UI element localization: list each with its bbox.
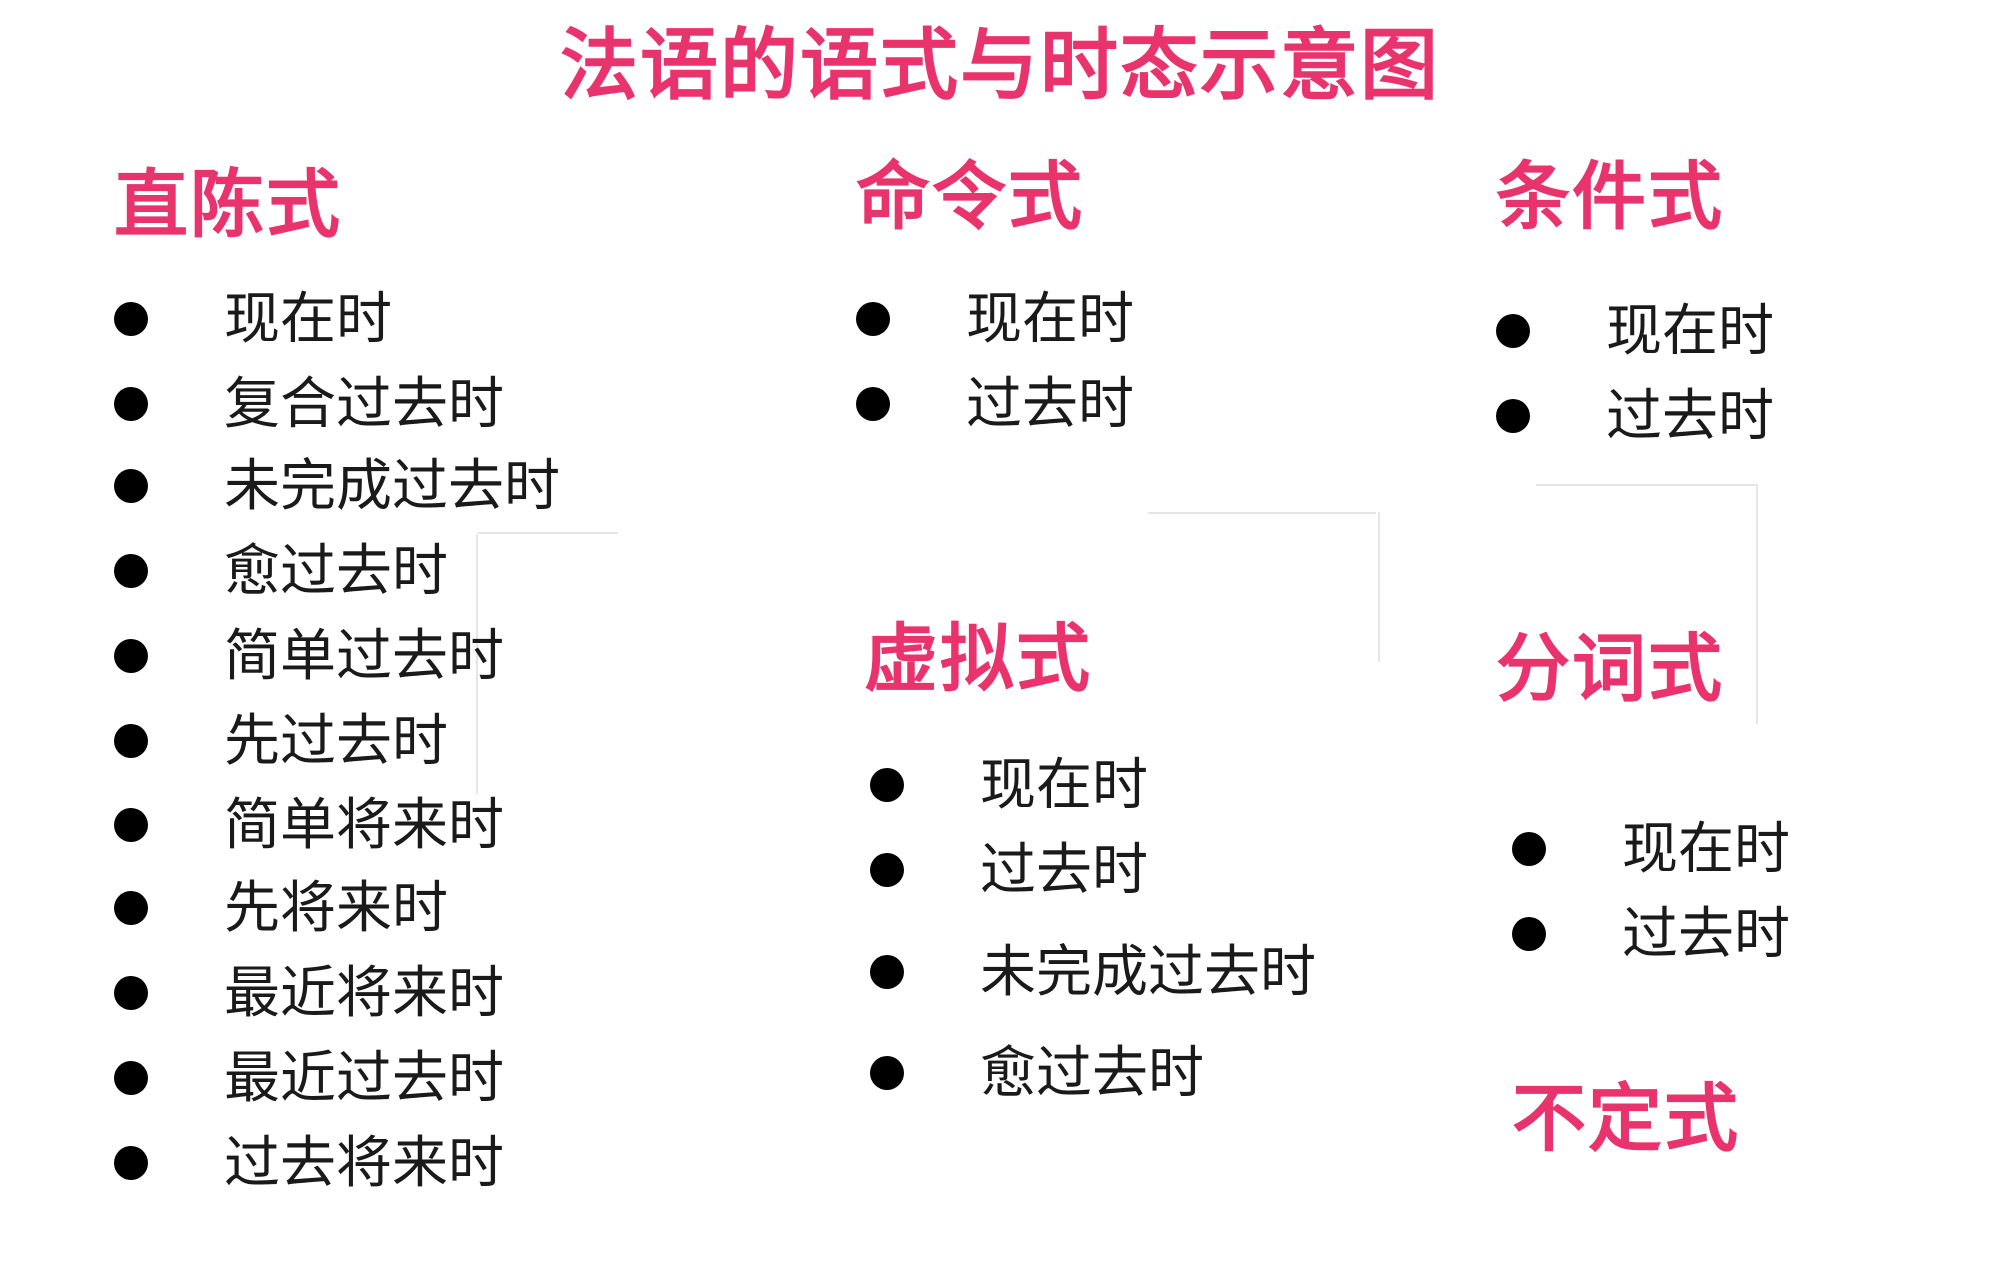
mood-heading: 虚拟式 [864, 616, 1092, 702]
bullet-icon [114, 808, 148, 842]
mood-heading: 条件式 [1496, 154, 1724, 240]
bullet-icon [1512, 832, 1546, 866]
bullet-icon [114, 469, 148, 503]
tense-label: 先过去时 [224, 709, 448, 774]
faint-line [1756, 484, 1758, 724]
tense-label: 复合过去时 [224, 372, 504, 437]
tense-label: 现在时 [1622, 817, 1790, 882]
tense-label: 最近过去时 [224, 1046, 504, 1111]
bullet-icon [114, 554, 148, 588]
bullet-icon [856, 302, 890, 336]
bullet-icon [870, 955, 904, 989]
mood-heading: 命令式 [856, 154, 1084, 240]
bullet-icon [1496, 399, 1530, 433]
mood-infinitive: 不定式 [1512, 1074, 1740, 1164]
bullet-icon [114, 387, 148, 421]
faint-line [1148, 512, 1376, 514]
tense-label: 现在时 [1606, 299, 1774, 364]
mood-heading: 不定式 [1512, 1076, 1740, 1162]
tense-label: 未完成过去时 [224, 454, 560, 519]
bullet-icon [870, 768, 904, 802]
tense-label: 愈过去时 [980, 1041, 1204, 1106]
bullet-icon [1512, 917, 1546, 951]
tense-label: 简单将来时 [224, 793, 504, 858]
bullet-icon [856, 387, 890, 421]
bullet-icon [1496, 314, 1530, 348]
bullet-icon [114, 976, 148, 1010]
bullet-icon [114, 302, 148, 336]
bullet-icon [870, 1056, 904, 1090]
faint-line [478, 532, 618, 534]
tense-label: 过去时 [1622, 902, 1790, 967]
tense-label: 现在时 [966, 287, 1134, 352]
tense-label: 现在时 [224, 287, 392, 352]
mood-indicative: 直陈式 [114, 160, 342, 250]
bullet-icon [870, 853, 904, 887]
tense-label: 愈过去时 [224, 539, 448, 604]
diagram-title: 法语的语式与时态示意图 [559, 21, 1440, 111]
tense-label: 过去将来时 [224, 1131, 504, 1196]
mood-subjunctive: 虚拟式 [864, 614, 1092, 704]
mood-heading: 直陈式 [114, 162, 342, 248]
tense-label: 过去时 [966, 372, 1134, 437]
tense-label: 未完成过去时 [980, 940, 1316, 1005]
mood-conditional: 条件式 [1496, 152, 1724, 242]
tense-label: 过去时 [980, 838, 1148, 903]
bullet-icon [114, 1146, 148, 1180]
tense-label: 简单过去时 [224, 624, 504, 689]
bullet-icon [114, 639, 148, 673]
faint-line [476, 534, 478, 794]
mood-heading: 分词式 [1496, 626, 1724, 712]
tense-label: 先将来时 [224, 876, 448, 941]
mood-participle: 分词式 [1496, 624, 1724, 714]
tense-label: 过去时 [1606, 384, 1774, 449]
faint-line [1536, 484, 1756, 486]
bullet-icon [114, 724, 148, 758]
bullet-icon [114, 891, 148, 925]
faint-line [1378, 512, 1380, 662]
bullet-icon [114, 1061, 148, 1095]
tense-label: 现在时 [980, 753, 1148, 818]
tense-label: 最近将来时 [224, 961, 504, 1026]
mood-imperative: 命令式 [856, 152, 1084, 242]
